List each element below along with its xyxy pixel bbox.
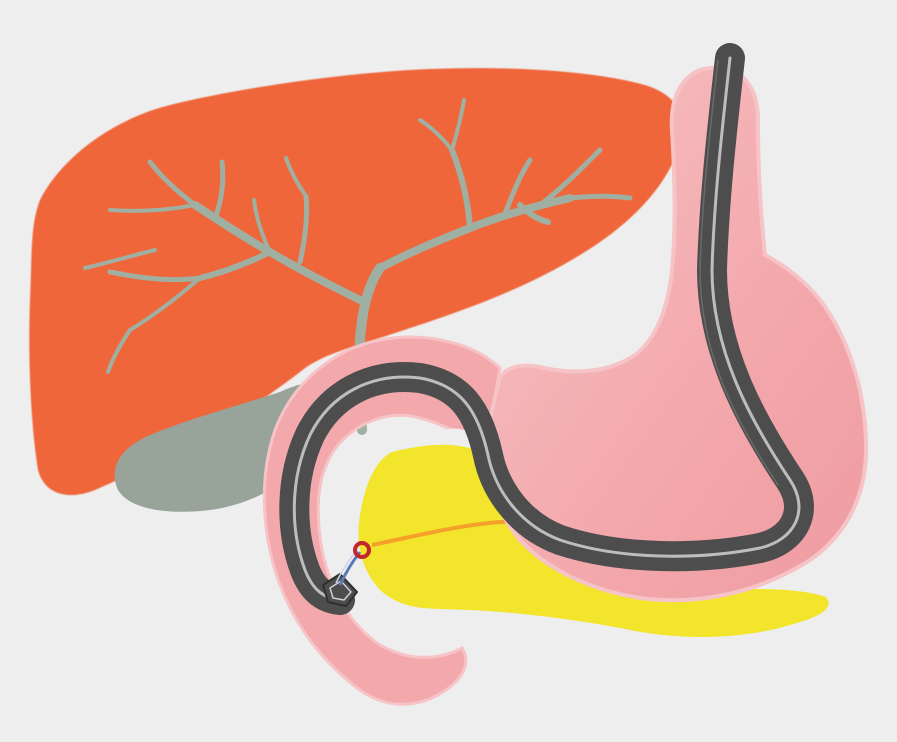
- ercp-illustration: [0, 0, 897, 742]
- anatomy-drawing: [0, 0, 897, 742]
